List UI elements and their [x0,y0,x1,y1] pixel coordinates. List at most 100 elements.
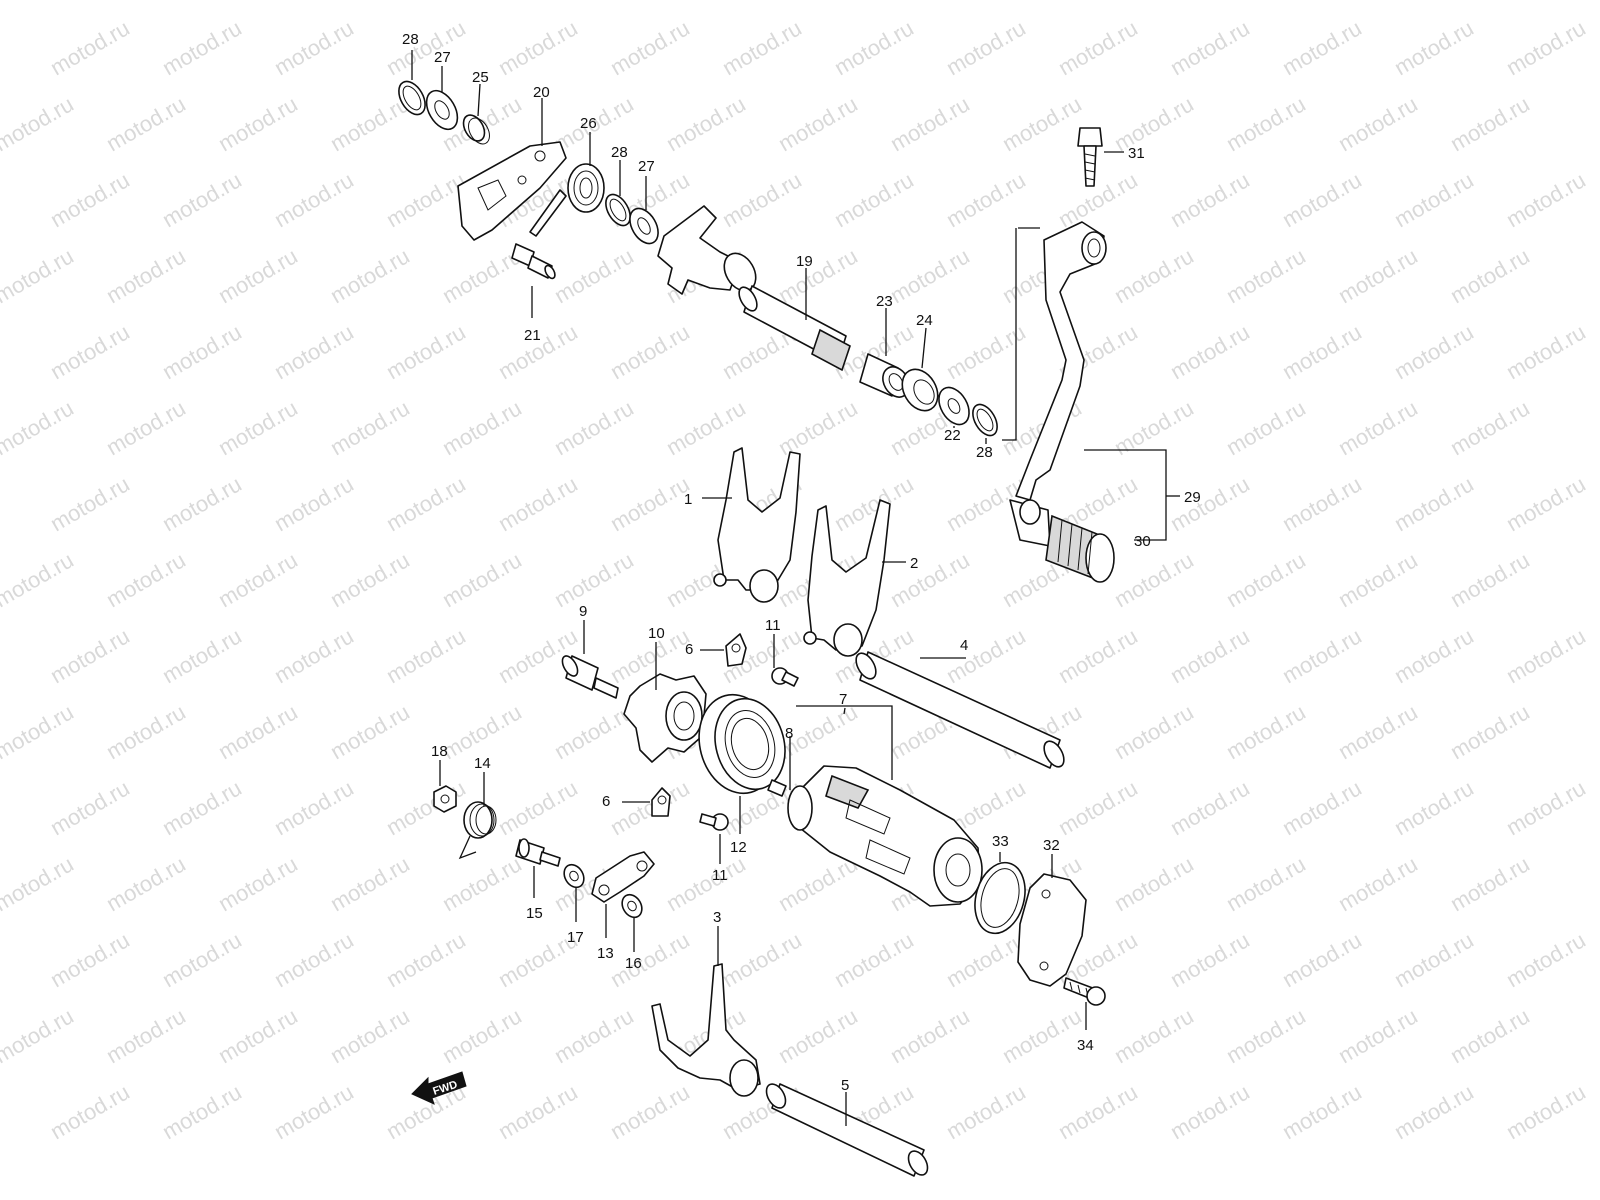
watermark-text: motod.ru [46,927,134,992]
watermark-text: motod.ru [214,91,302,156]
watermark-text: motod.ru [214,851,302,916]
part-1-shift-fork [713,447,801,603]
watermark-text: motod.ru [550,547,638,612]
watermark-text: motod.ru [326,243,414,308]
part-8-pin [767,779,787,797]
callout-34: 34 [1077,1037,1094,1054]
watermark-text: motod.ru [886,1003,974,1068]
watermark-text: motod.ru [326,851,414,916]
watermark-text: motod.ru [1502,167,1590,232]
watermark-layer: motod.ru motod.ru motod.ru motod.ru motod.ru… [0,15,1590,1144]
callout-3: 3 [713,909,721,926]
watermark-text: motod.ru [1278,775,1366,840]
watermark-text: motod.ru [382,319,470,384]
watermark-text: motod.ru [550,1003,638,1068]
part-26-spring [529,163,605,237]
watermark-text: motod.ru [1110,91,1198,156]
watermark-text: motod.ru [46,167,134,232]
callout-23: 23 [876,293,893,310]
callout-29: 29 [1184,489,1201,506]
watermark-text: motod.ru [1502,927,1590,992]
watermark-text: motod.ru [886,91,974,156]
watermark-text: motod.ru [494,775,582,840]
watermark-text: motod.ru [1446,91,1534,156]
watermark-text: motod.ru [382,15,470,80]
watermark-text: motod.ru [1110,547,1198,612]
watermark-text: motod.ru [1502,471,1590,536]
watermark-text: motod.ru [718,167,806,232]
part-14-spring [458,801,497,860]
part-11-screw-upper [771,667,799,687]
part-28-circlip-mid [605,193,631,227]
part-29-gearshift-lever [1009,221,1107,547]
watermark-text: motod.ru [158,775,246,840]
watermark-text: motod.ru [158,15,246,80]
watermark-text: motod.ru [1222,243,1310,308]
watermark-text: motod.ru [46,1079,134,1144]
watermark-text: motod.ru [270,775,358,840]
watermark-text: motod.ru [1110,243,1198,308]
watermark-text: motod.ru [1222,851,1310,916]
watermark-text: motod.ru [886,243,974,308]
watermark-text: motod.ru [942,1079,1030,1144]
watermark-text: motod.ru [102,547,190,612]
watermark-text: motod.ru [1390,623,1478,688]
watermark-text: motod.ru [718,927,806,992]
watermark-text: motod.ru [1390,319,1478,384]
watermark-text: motod.ru [0,699,78,764]
watermark-text: motod.ru [550,243,638,308]
watermark-text: motod.ru [1166,927,1254,992]
watermark-text: motod.ru [830,167,918,232]
part-28-circlip-top [398,80,426,116]
part-11-screw-lower [699,813,729,831]
watermark-text: motod.ru [1390,927,1478,992]
watermark-text: motod.ru [438,547,526,612]
watermark-text: motod.ru [942,15,1030,80]
part-31-bolt [1077,127,1103,187]
callout-19: 19 [796,253,813,270]
watermark-text: motod.ru [1166,775,1254,840]
watermark-text: motod.ru [1334,1003,1422,1068]
watermark-text: motod.ru [0,547,78,612]
part-28-circlip-right [972,403,998,437]
watermark-text: motod.ru [1222,395,1310,460]
callout-11: 11 [765,617,781,634]
watermark-text: motod.ru [550,395,638,460]
watermark-text: motod.ru [270,623,358,688]
watermark-text: motod.ru [214,547,302,612]
watermark-text: motod.ru [214,243,302,308]
watermark-text: motod.ru [662,91,750,156]
watermark-text: motod.ru [1502,15,1590,80]
callout-9: 9 [579,603,587,620]
watermark-text: motod.ru [1390,1079,1478,1144]
watermark-text: motod.ru [1334,395,1422,460]
part-21-bolt [511,243,556,280]
callout-31: 31 [1128,145,1145,162]
watermark-text: motod.ru [270,927,358,992]
watermark-text: motod.ru [214,395,302,460]
watermark-text: motod.ru [0,395,78,460]
part-shift-arm-head [657,205,757,295]
watermark-text: motod.ru [0,851,78,916]
watermark-text: motod.ru [102,91,190,156]
watermark-text: motod.ru [438,851,526,916]
watermark-text: motod.ru [438,1003,526,1068]
watermark-text: motod.ru [998,1003,1086,1068]
callout-28: 28 [976,444,993,461]
watermark-text: motod.ru [1334,243,1422,308]
callout-17: 17 [567,929,584,946]
watermark-text: motod.ru [1278,1079,1366,1144]
watermark-text: motod.ru [1334,547,1422,612]
part-16-washer [621,893,643,919]
watermark-text: motod.ru [46,15,134,80]
watermark-text: motod.ru [1222,91,1310,156]
callout-7: 7 [839,691,847,708]
part-13-stopper-arm [591,851,655,903]
part-27-washer-mid [629,207,659,245]
watermark-text: motod.ru [382,623,470,688]
callout-12: 12 [730,839,747,856]
watermark-text: motod.ru [382,775,470,840]
watermark-text: motod.ru [1166,15,1254,80]
part-12-bearing [698,693,786,795]
